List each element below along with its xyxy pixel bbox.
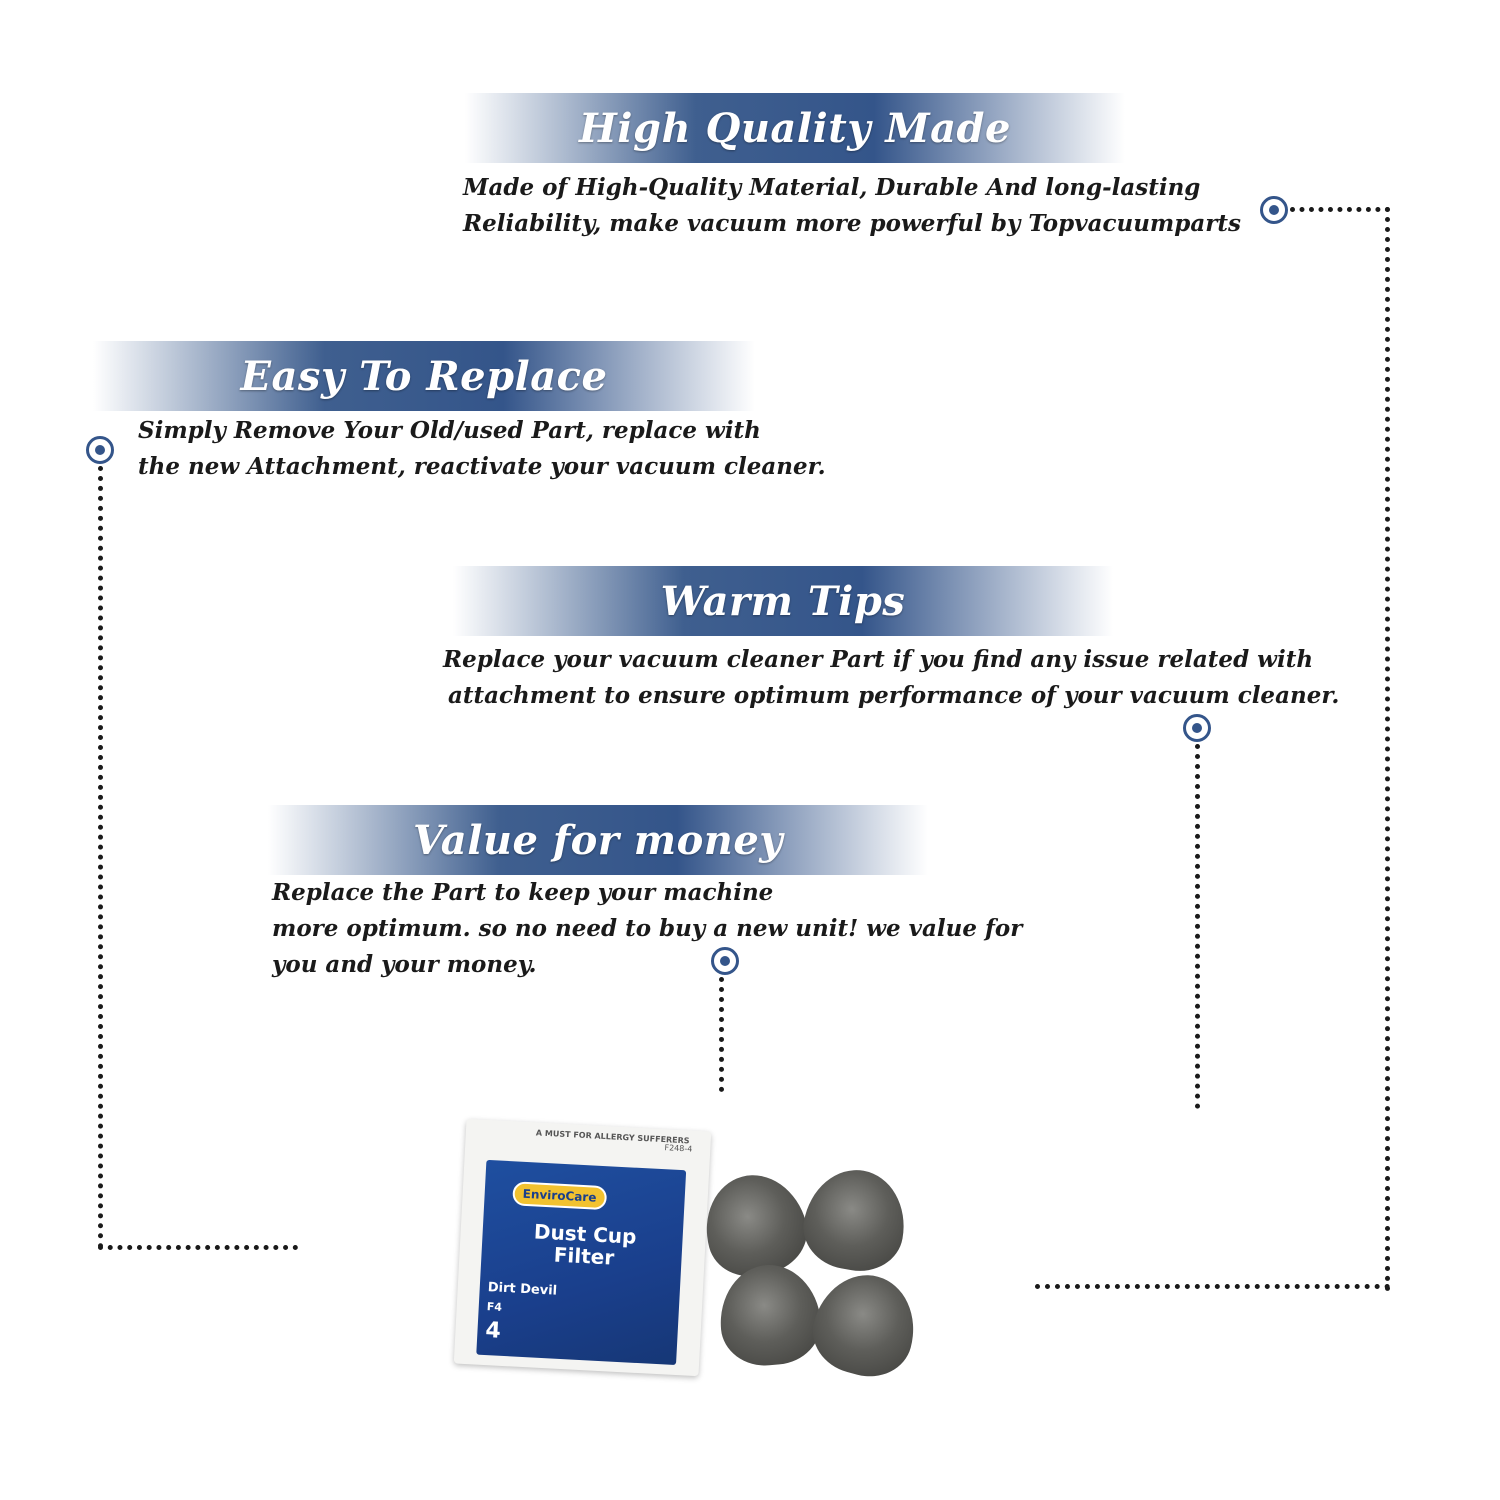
section-banner-high-quality: High Quality Made [465, 93, 1125, 163]
section-banner-easy-replace: Easy To Replace [93, 341, 755, 411]
description-line: the new Attachment, reactivate your vacu… [138, 453, 826, 480]
description-line: Made of High-Quality Material, Durable A… [463, 174, 1201, 201]
dotted-connector [1385, 207, 1390, 1292]
foam-filter [803, 1263, 927, 1387]
section-banner-warm-tips: Warm Tips [453, 566, 1113, 636]
description-line: Simply Remove Your Old/used Part, replac… [138, 417, 761, 444]
product-count: 4 [484, 1318, 502, 1344]
marker-dot-icon [1183, 714, 1211, 742]
foam-filter [715, 1260, 825, 1370]
section-title: Value for money [412, 816, 784, 864]
section-description: Replace the Part to keep your machine mo… [272, 875, 1022, 983]
description-line: Reliability, make vacuum more powerful b… [463, 210, 1241, 237]
dotted-connector [719, 977, 724, 1092]
dotted-connector [1290, 207, 1390, 212]
section-description: Made of High-Quality Material, Durable A… [463, 170, 1241, 242]
description-line: you and your money. [272, 951, 537, 978]
marker-dot-icon [86, 436, 114, 464]
dotted-connector [98, 1245, 298, 1250]
section-description: Simply Remove Your Old/used Part, replac… [138, 413, 826, 485]
section-title: Easy To Replace [240, 352, 608, 400]
product-name: Dust Cup Filter [521, 1219, 648, 1270]
product-model: Dirt Devil [487, 1280, 558, 1299]
marker-dot-icon [1260, 196, 1288, 224]
marker-dot-icon [711, 947, 739, 975]
section-title: High Quality Made [579, 104, 1011, 152]
section-title: Warm Tips [660, 577, 906, 625]
section-description: Replace your vacuum cleaner Part if you … [443, 642, 1339, 714]
brand-logo: EnviroCare [512, 1181, 608, 1211]
foam-filter [797, 1162, 913, 1278]
dotted-connector [1035, 1284, 1390, 1289]
dotted-connector [1195, 744, 1200, 1109]
dotted-connector [98, 466, 103, 1249]
description-line: Replace your vacuum cleaner Part if you … [443, 646, 1314, 673]
packet-label: EnviroCare Dust Cup Filter Dirt Devil F4… [476, 1159, 687, 1366]
product-filter-type: F4 [486, 1300, 503, 1314]
packet-code: F248-4 [664, 1143, 693, 1154]
description-line: attachment to ensure optimum performance… [448, 682, 1340, 709]
description-line: Replace the Part to keep your machine [272, 879, 774, 906]
description-line: more optimum. so no need to buy a new un… [272, 915, 1023, 942]
section-banner-value: Value for money [268, 805, 928, 875]
filter-packet: A MUST FOR ALLERGY SUFFERERS F248-4 Envi… [453, 1118, 712, 1377]
